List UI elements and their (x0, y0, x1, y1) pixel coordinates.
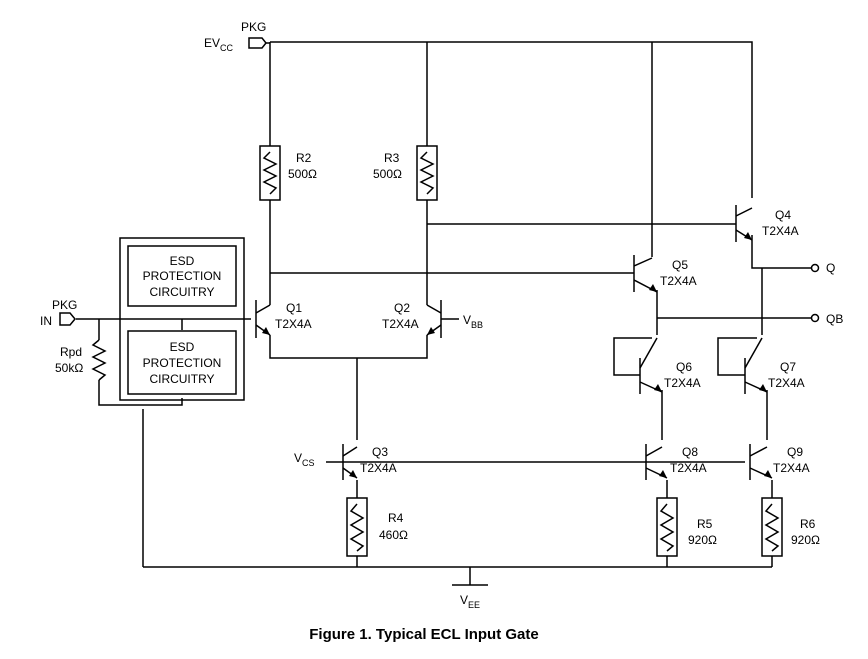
pkg-pin-evcc (248, 37, 270, 49)
qb-output-terminal (810, 313, 820, 323)
transistor-q5 (633, 255, 658, 293)
q8-name: Q8 (682, 445, 698, 459)
q5-type: T2X4A (660, 274, 697, 288)
q1-name: Q1 (286, 301, 302, 315)
vbb-label: VBB (463, 313, 483, 330)
q6-type: T2X4A (664, 376, 701, 390)
q2-name: Q2 (394, 301, 410, 315)
q3-name: Q3 (372, 445, 388, 459)
r4-value: 460Ω (379, 528, 408, 542)
pkg-top-label: PKG (241, 20, 266, 34)
q3-type: T2X4A (360, 461, 397, 475)
pkg-pin-in (59, 312, 76, 326)
esd-bottom-line-1: ESD (170, 340, 195, 354)
q9-type: T2X4A (773, 461, 810, 475)
transistor-q9 (749, 444, 773, 480)
esd-protection-block (119, 237, 245, 401)
r4-name: R4 (388, 511, 404, 525)
esd-top-line-3: CIRCUITRY (149, 285, 214, 299)
rpd-name: Rpd (60, 345, 82, 359)
transistor-q2 (426, 300, 459, 338)
q-output-label: Q (826, 261, 835, 275)
in-label: IN (40, 314, 52, 328)
transistor-q8 (645, 444, 668, 480)
r3-value: 500Ω (373, 167, 402, 181)
q6-name: Q6 (676, 360, 692, 374)
rpd-value: 50kΩ (55, 361, 83, 375)
q1-type: T2X4A (275, 317, 312, 331)
q7-type: T2X4A (768, 376, 805, 390)
q2-type: T2X4A (382, 317, 419, 331)
esd-box-bottom (127, 330, 237, 395)
transistor-q6 (639, 337, 663, 394)
q7-name: Q7 (780, 360, 796, 374)
q-output-terminal (810, 263, 820, 273)
r6-value: 920Ω (791, 533, 820, 547)
transistor-q1 (255, 300, 271, 338)
esd-bottom-line-2: PROTECTION (143, 356, 222, 370)
q4-name: Q4 (775, 208, 791, 222)
transistor-q4 (735, 205, 753, 242)
r5-name: R5 (697, 517, 713, 531)
r5-value: 920Ω (688, 533, 717, 547)
r3-name: R3 (384, 151, 400, 165)
q4-type: T2X4A (762, 224, 799, 238)
q5-name: Q5 (672, 258, 688, 272)
resistor-r3 (416, 145, 438, 201)
esd-top-line-2: PROTECTION (143, 269, 222, 283)
vee-label: VEE (460, 593, 480, 610)
pkg-in-label: PKG (52, 298, 77, 312)
wires (76, 41, 812, 585)
r2-value: 500Ω (288, 167, 317, 181)
figure-caption: Figure 1. Typical ECL Input Gate (309, 626, 538, 643)
resistor-r6 (761, 497, 783, 557)
resistor-r4 (346, 497, 368, 557)
esd-bottom-line-3: CIRCUITRY (149, 372, 214, 386)
resistor-r2 (259, 145, 281, 201)
evcc-label: EVCC (204, 36, 234, 53)
vcs-label: VCS (294, 451, 315, 468)
qb-output-label: QB (826, 312, 843, 326)
q9-name: Q9 (787, 445, 803, 459)
r6-name: R6 (800, 517, 816, 531)
r2-name: R2 (296, 151, 312, 165)
transistor-q7 (744, 337, 768, 394)
transistor-q3 (342, 444, 358, 480)
esd-top-line-1: ESD (170, 254, 195, 268)
resistor-r5 (656, 497, 678, 557)
esd-box-top (127, 245, 237, 307)
resistor-rpd (91, 339, 107, 381)
q8-type: T2X4A (670, 461, 707, 475)
